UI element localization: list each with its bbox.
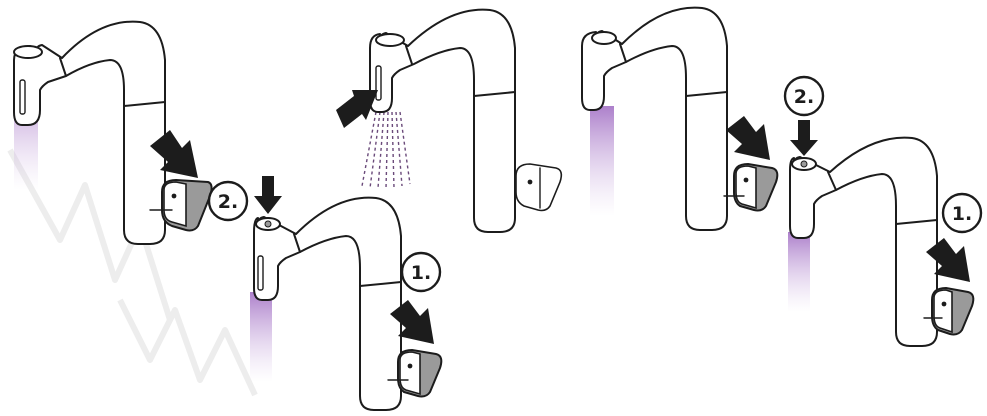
spray-icon	[361, 111, 411, 189]
step-2-badge: 2.	[207, 180, 249, 222]
water-stream-icon	[250, 292, 272, 382]
faucet-icon	[581, 6, 728, 231]
step-2-label: 2.	[794, 86, 814, 108]
arrow-icon	[390, 300, 434, 344]
arrow-icon	[926, 238, 970, 282]
step-1-label: 1.	[411, 262, 431, 284]
arrow-icon	[790, 120, 818, 156]
lever-handle-icon	[387, 349, 443, 398]
lever-handle-icon	[723, 163, 779, 212]
water-stream-icon	[788, 232, 810, 312]
panel-4-faucet: 2. 1.	[207, 176, 443, 411]
arrow-icon	[336, 90, 378, 128]
faucet-icon	[789, 136, 938, 347]
step-1-badge: 1.	[941, 192, 983, 234]
arrow-icon	[726, 116, 770, 160]
panel-2-faucet	[336, 8, 563, 233]
step-1-label: 1.	[952, 203, 972, 225]
step-2-badge: 2.	[783, 75, 825, 117]
arrow-icon	[150, 130, 198, 178]
step-2-label: 2.	[218, 191, 238, 213]
faucet-icon	[369, 8, 516, 233]
arrow-icon	[254, 176, 282, 214]
lever-handle-icon	[515, 163, 563, 212]
faucet-icon	[13, 20, 166, 245]
panel-3-faucet	[581, 6, 779, 231]
lever-handle-icon	[923, 287, 975, 336]
water-stream-icon	[590, 106, 614, 216]
lever-handle-icon	[149, 179, 213, 232]
step-1-badge: 1.	[400, 251, 442, 293]
faucet-icon	[253, 196, 402, 411]
panel-1-faucet	[13, 20, 213, 245]
panel-5-faucet: 2. 1.	[783, 75, 983, 347]
